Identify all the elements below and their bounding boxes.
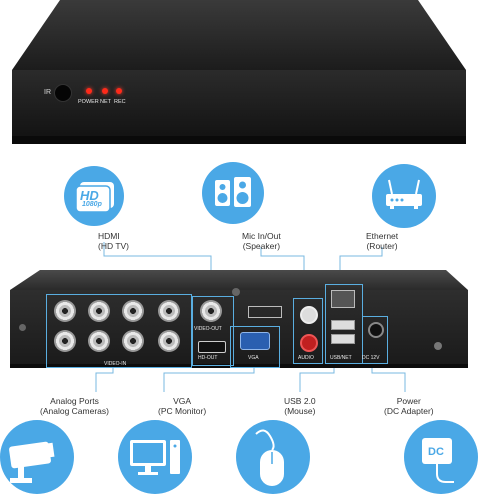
ir-label: IR [44, 89, 51, 96]
vent-slot [248, 306, 282, 318]
audio-highlight [293, 298, 323, 364]
vga-highlight [230, 326, 280, 368]
audio-out-jack [300, 306, 318, 324]
hd-out-tag: HD-OUT [198, 355, 218, 361]
dc-icon-text: DC [428, 446, 444, 458]
camera-icon [0, 420, 74, 494]
hd-icon-text: HD [80, 188, 99, 203]
dvr-front-unit: IR POWER NET REC [0, 0, 478, 150]
dvr-rear-body [10, 270, 468, 368]
hdmi-port [198, 341, 226, 353]
usb-port-2 [331, 334, 355, 344]
rec-led [116, 88, 122, 94]
power-label-callout: Power (DC Adapter) [384, 396, 434, 416]
vga-port [240, 332, 270, 350]
ethernet-label: Ethernet (Router) [366, 231, 399, 251]
dc-adapter-icon: DC [404, 420, 478, 494]
usb-port-1 [331, 320, 355, 330]
mouse-icon [236, 420, 310, 494]
audio-tag: AUDIO [298, 355, 314, 361]
hdmi-label: HDMI (HD TV) [98, 231, 130, 251]
analog-ports-label: Analog Ports (Analog Cameras) [40, 396, 109, 416]
dc-highlight [362, 316, 388, 364]
ethernet-port [331, 290, 355, 308]
power-led [86, 88, 92, 94]
audio-in-jack [300, 334, 318, 352]
dc-tag: DC 12V [362, 355, 380, 361]
router-icon [372, 164, 436, 228]
ground-screw [434, 342, 442, 350]
mic-label: Mic In/Out (Speaker) [242, 231, 281, 251]
bnc-video-in-connector [158, 300, 180, 322]
dc-power-jack [368, 322, 384, 338]
vga-label: VGA (PC Monitor) [158, 396, 207, 416]
net-led [102, 88, 108, 94]
ir-sensor [54, 84, 72, 102]
bnc-video-out-connector [200, 300, 222, 322]
bnc-video-in-connector [54, 300, 76, 322]
usb-net-tag: USB/NET [330, 355, 352, 361]
hd-1080p-icon: HD 1080p [64, 166, 124, 226]
bnc-video-in-connector [88, 300, 110, 322]
bnc-video-in-connector [88, 330, 110, 352]
speaker-icon [202, 162, 264, 224]
dvr-rear-unit: HD-OUT VIDEO-OUT VGA AUDIO USB/NET DC 12… [0, 268, 478, 370]
bnc-video-in-connector [158, 330, 180, 352]
usb-label: USB 2.0 (Mouse) [284, 396, 316, 416]
rec-label: REC [114, 99, 126, 105]
monitor-icon [118, 420, 192, 494]
net-label: NET [100, 99, 111, 105]
dvr-front-body [12, 0, 466, 144]
screw [232, 288, 240, 296]
video-in-highlight [46, 294, 192, 368]
hdmi-highlight [192, 296, 234, 366]
bnc-video-in-connector [122, 300, 144, 322]
video-in-tag: VIDEO-IN [104, 361, 127, 367]
hd-icon-subtext: 1080p [82, 201, 102, 208]
vga-tag: VGA [248, 355, 259, 361]
bnc-video-in-connector [54, 330, 76, 352]
power-label: POWER [78, 99, 99, 105]
bnc-video-in-connector [122, 330, 144, 352]
video-out-tag: VIDEO-OUT [194, 326, 222, 332]
screw [19, 324, 26, 331]
